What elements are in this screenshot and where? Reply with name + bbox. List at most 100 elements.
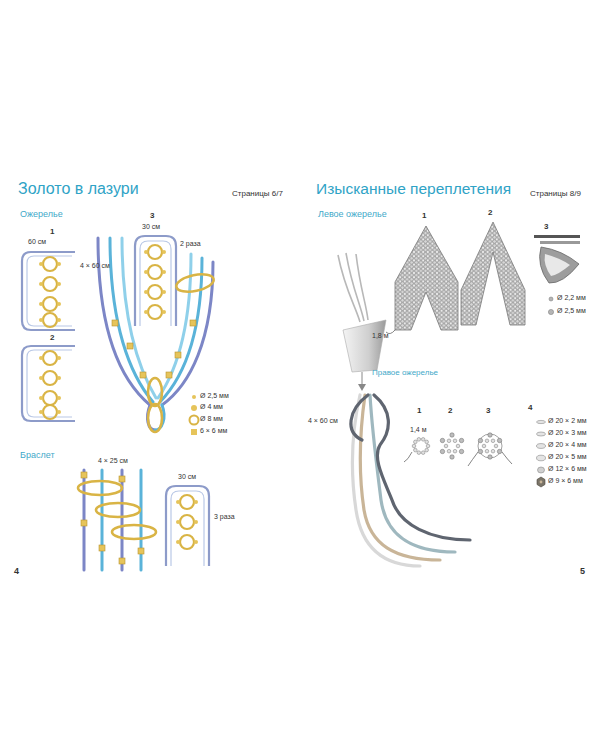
necklace-cords <box>374 395 470 540</box>
leaf-pendant <box>540 247 579 283</box>
leaf-pendant <box>534 235 580 238</box>
legend-beads <box>537 477 545 487</box>
section-heading: Левое ожерелье <box>318 209 387 219</box>
ring-chain <box>39 257 61 327</box>
bead-step <box>459 449 463 453</box>
step-loop <box>22 346 75 421</box>
square-beads <box>81 472 87 478</box>
step-number: 1 <box>422 211 426 220</box>
ring-chain <box>148 285 162 299</box>
ring-chain <box>39 356 43 360</box>
legend-text: Ø 9 × 6 мм <box>548 477 583 485</box>
bead-step <box>488 433 492 437</box>
ring-chain <box>43 257 57 271</box>
bead-step <box>488 455 492 459</box>
arrow <box>362 372 363 384</box>
legend-text: 6 × 6 мм <box>200 427 227 435</box>
ring-chain <box>148 265 162 279</box>
ring-chain <box>144 290 148 294</box>
ring-chain <box>144 250 148 254</box>
square-beads <box>138 548 144 554</box>
legend-text: Ø 8 мм <box>200 415 223 423</box>
bead-step <box>426 444 430 448</box>
ring-chain <box>57 282 61 286</box>
ring-chain <box>176 540 180 544</box>
ring-chain <box>39 351 61 419</box>
legend-beads <box>537 420 546 487</box>
bead-step <box>478 434 502 458</box>
bead-step <box>440 449 444 453</box>
ring-chain <box>176 495 198 549</box>
ring-chain <box>148 305 162 319</box>
bead-step <box>478 449 482 453</box>
ring-chain <box>39 318 43 322</box>
step-loop <box>166 486 209 566</box>
bead-step <box>425 448 429 452</box>
ring-chain <box>57 410 61 414</box>
step-loop <box>135 236 176 326</box>
legend-beads <box>537 420 546 423</box>
legend-text: Ø 20 × 3 мм <box>548 429 587 437</box>
cone-threads <box>356 254 368 320</box>
dimension: 1,4 м <box>410 426 427 434</box>
bead-step <box>412 444 416 448</box>
bead-step <box>450 433 454 437</box>
step-number: 2 <box>488 208 492 217</box>
gold-rings <box>148 378 162 406</box>
ring-chain <box>57 396 61 400</box>
legend-text: Ø 20 × 5 мм <box>548 453 587 461</box>
legend-beads <box>192 395 196 399</box>
bead-step <box>468 452 512 466</box>
legend-beads <box>540 481 543 484</box>
step-loop <box>135 236 176 326</box>
legend-beads <box>190 416 199 425</box>
ring-chain <box>57 376 61 380</box>
legend-text: Ø 20 × 2 мм <box>548 417 587 425</box>
step-number: 3 <box>486 406 490 415</box>
necklace-cords <box>351 395 470 566</box>
page-title: Золото в лазури <box>18 180 139 198</box>
square-beads <box>119 476 125 482</box>
step-loop <box>171 491 204 566</box>
ring-chain <box>57 262 61 266</box>
page-title: Изысканные переплетения <box>316 180 511 198</box>
square-beads <box>99 545 105 551</box>
legend-beads <box>548 297 553 315</box>
dimension: 3 раза <box>214 513 235 521</box>
bead-step <box>456 444 460 448</box>
step-number: 2 <box>50 333 54 342</box>
gold-rings <box>78 481 156 539</box>
ring-chain <box>39 302 43 306</box>
square-beads <box>112 320 118 326</box>
step-number: 2 <box>448 406 452 415</box>
step-loop <box>22 346 75 421</box>
bracelet-cords <box>140 470 143 570</box>
bead-step <box>421 451 425 455</box>
bead-step <box>491 439 495 443</box>
bead-step <box>485 449 489 453</box>
bead-step <box>425 440 429 444</box>
section-heading: Правое ожерелье <box>372 368 438 377</box>
bead-step <box>447 449 451 453</box>
gold-rings <box>78 481 122 495</box>
legend-text: Ø 2,5 мм <box>557 307 586 315</box>
ring-chain <box>194 520 198 524</box>
dimension: 30 см <box>178 473 196 481</box>
square-beads <box>175 352 181 358</box>
necklace-cords <box>162 262 213 405</box>
arrow <box>358 384 366 391</box>
ring-chain <box>43 391 57 405</box>
page-ref: Страницы 6/7 <box>232 189 283 198</box>
step-loop <box>22 252 75 330</box>
square-beads <box>166 372 172 378</box>
bead-step <box>494 444 498 448</box>
bead-step <box>447 439 451 443</box>
ring-chain <box>39 396 43 400</box>
square-beads <box>112 320 196 378</box>
square-beads <box>190 320 196 326</box>
ring-chain <box>180 535 194 549</box>
dimension: 1,8 м <box>372 332 389 340</box>
legend-text: Ø 2,2 мм <box>557 294 586 302</box>
